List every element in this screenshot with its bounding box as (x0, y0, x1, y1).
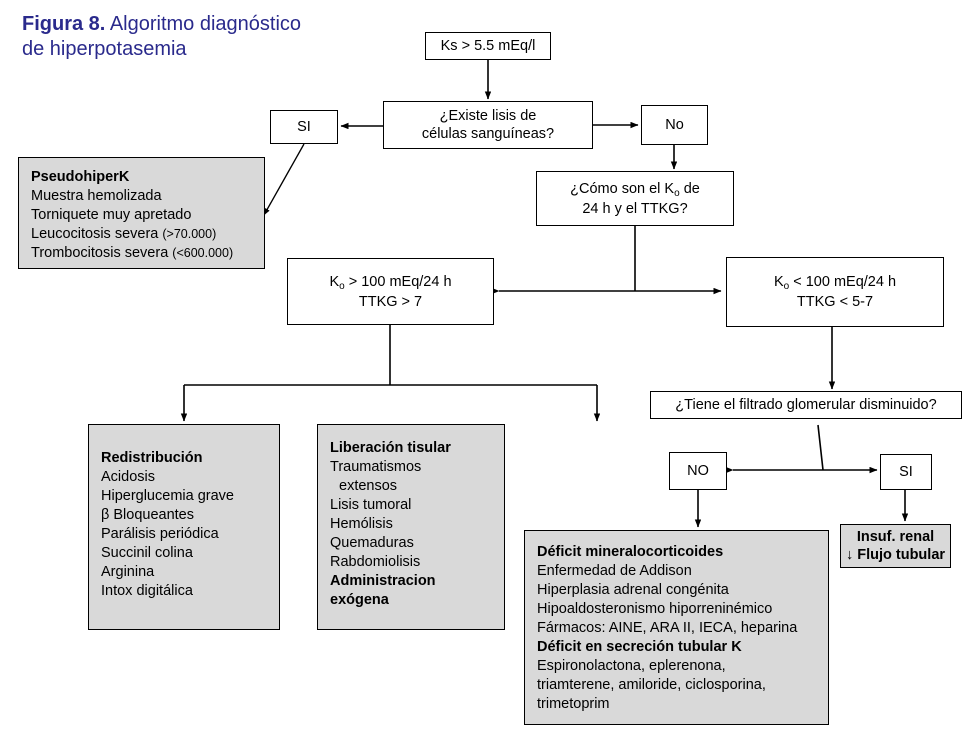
node-redistribucion-item-5: Arginina (101, 564, 155, 580)
node-deficit-header-2: Déficit en secreción tubular K (537, 639, 742, 655)
node-ko-menor[interactable]: Ko < 100 mEq/24 h TTKG < 5-7 (726, 257, 944, 327)
node-no-filtrado[interactable]: NO (669, 452, 727, 490)
node-redistribucion-header: Redistribución (101, 450, 203, 466)
node-si-lisis[interactable]: SI (270, 110, 338, 144)
node-como-line1-a: ¿Cómo son el K (570, 180, 675, 197)
node-redistribucion-item-6: Intox digitálica (101, 583, 193, 599)
node-si-filtrado[interactable]: SI (880, 454, 932, 490)
node-si-filtrado-label: SI (899, 464, 913, 480)
node-deficit-header-1: Déficit mineralocorticoides (537, 544, 724, 560)
node-pseudohiperk-item-3: Trombocitosis severa (<600.000) (31, 244, 256, 263)
node-liberacion-header: Liberación tisular (330, 440, 451, 456)
connector-filtrado-stem (817, 424, 824, 471)
node-liberacion-tisular[interactable]: Liberación tisular Traumatismos extensos… (317, 424, 505, 630)
node-pseudohiperk-item-2: Leucocitosis severa (>70.000) (31, 225, 256, 244)
node-deficit-item1-3: Fármacos: AINE, ARA II, IECA, heparina (537, 620, 798, 636)
node-insuf-renal-line1: Insuf. renal (856, 529, 935, 545)
node-deficit-item2-1: triamterene, amiloride, ciclosporina, (537, 677, 766, 693)
node-pseudohiperk-item-0: Muestra hemolizada (31, 188, 162, 204)
node-como-line1-b: de (679, 180, 700, 197)
node-ko-mayor[interactable]: Ko > 100 mEq/24 h TTKG > 7 (287, 258, 494, 325)
node-lisis-question[interactable]: ¿Existe lisis de células sanguíneas? (383, 101, 593, 149)
node-pseudohiperk-item-2-paren: (>70.000) (162, 227, 217, 241)
node-lisis-line2: células sanguíneas? (421, 126, 555, 142)
node-liberacion-item-1: extensos (339, 478, 398, 494)
node-liberacion-item-0: Traumatismos (330, 459, 422, 475)
node-no-lisis[interactable]: No (641, 105, 708, 145)
node-ko-mayor-line1: Ko > 100 mEq/24 h (329, 273, 451, 293)
node-liberacion-item-2: Lisis tumoral (330, 497, 412, 513)
node-filtrado-question[interactable]: ¿Tiene el filtrado glomerular disminuido… (650, 391, 962, 419)
node-redistribucion-item-3: Parálisis periódica (101, 526, 219, 542)
node-deficit-item1-1: Hiperplasia adrenal congénita (537, 582, 729, 598)
node-ks-threshold[interactable]: Ks > 5.5 mEq/l (425, 32, 551, 60)
node-redistribucion-item-4: Succinil colina (101, 545, 193, 561)
node-redistribucion-item-2: β Bloqueantes (101, 507, 194, 523)
node-ko-mayor-subscript: o (339, 280, 345, 292)
figure-label: Figura 8. (22, 13, 106, 35)
node-ko-mayor-line1-b: > 100 mEq/24 h (344, 273, 452, 290)
node-deficit-item2-2: trimetoprim (537, 696, 610, 712)
connector-si-to-pseudohiperk (263, 143, 305, 216)
node-deficit-item1-2: Hipoaldosteronismo hiporreninémico (537, 601, 773, 617)
node-ko-menor-subscript: o (783, 281, 790, 292)
node-pseudohiperk-header: PseudohiperK (31, 169, 130, 185)
node-pseudohiperk-item-1: Torniquete muy apretado (31, 207, 192, 223)
node-como-question[interactable]: ¿Cómo son el Ko de 24 h y el TTKG? (536, 171, 734, 226)
node-redistribucion-item-1: Hiperglucemia grave (101, 488, 234, 504)
node-lisis-line1: ¿Existe lisis de (439, 108, 537, 124)
node-ko-mayor-line2: TTKG > 7 (358, 293, 423, 310)
node-insuf-renal-line2: ↓ Flujo tubular (845, 547, 946, 563)
node-como-line2: 24 h y el TTKG? (582, 200, 688, 217)
node-si-lisis-label: SI (297, 119, 311, 135)
node-liberacion-item-5: Rabdomiolisis (330, 554, 421, 570)
node-pseudohiperk-item-3-paren: (<600.000) (172, 246, 234, 260)
node-pseudohiperk[interactable]: PseudohiperK Muestra hemolizada Tornique… (18, 157, 265, 269)
node-liberacion-footer-line2: exógena (330, 592, 389, 608)
node-ko-menor-line1-a: K (773, 274, 784, 290)
node-redistribucion-item-0: Acidosis (101, 469, 155, 485)
node-deficit-item1-0: Enfermedad de Addison (537, 563, 692, 579)
node-pseudohiperk-item-3-text: Trombocitosis severa (31, 245, 173, 261)
node-ks-threshold-label: Ks > 5.5 mEq/l (440, 38, 536, 54)
node-redistribucion[interactable]: Redistribución Acidosis Hiperglucemia gr… (88, 424, 280, 630)
node-ko-menor-line1-b: < 100 mEq/24 h (789, 274, 897, 290)
node-como-line1: ¿Cómo son el Ko de (570, 180, 700, 200)
node-filtrado-label: ¿Tiene el filtrado glomerular disminuido… (675, 397, 937, 413)
node-liberacion-footer-line1: Administracion (330, 573, 436, 589)
node-ko-menor-line2: TTKG < 5-7 (796, 294, 874, 310)
node-liberacion-item-3: Hemólisis (330, 516, 393, 532)
figure-title: Figura 8. Algoritmo diagnóstico de hiper… (22, 12, 302, 62)
figure-title-text: Algoritmo diagnóstico de hiperpotasemia (22, 13, 302, 60)
node-pseudohiperk-item-2-text: Leucocitosis severa (31, 226, 163, 242)
node-liberacion-item-4: Quemaduras (330, 535, 414, 551)
node-como-subscript: o (674, 187, 680, 199)
node-ko-mayor-line1-a: K (329, 273, 340, 290)
node-deficit[interactable]: Déficit mineralocorticoides Enfermedad d… (524, 530, 829, 725)
node-deficit-item2-0: Espironolactona, eplerenona, (537, 658, 726, 674)
node-no-filtrado-label: NO (687, 463, 709, 479)
node-no-lisis-label: No (665, 117, 684, 133)
node-ko-menor-line1: Ko < 100 mEq/24 h (774, 273, 896, 293)
node-insuf-renal[interactable]: Insuf. renal ↓ Flujo tubular (840, 524, 951, 568)
